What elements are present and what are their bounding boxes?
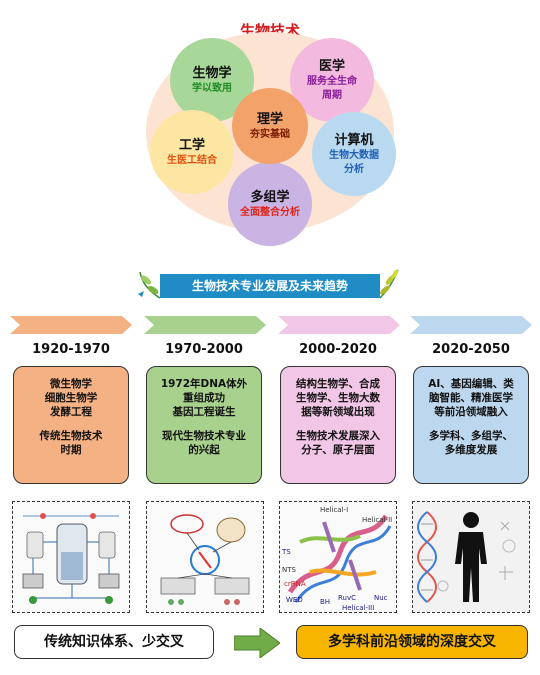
card-text: 发酵工程 — [50, 406, 92, 418]
card-text: 结构生物学、合成 — [296, 378, 380, 390]
traditional-system-label: 传统知识体系、少交叉 — [14, 625, 214, 659]
node-sub: 学以致用 — [192, 82, 232, 94]
structure-label: Helical-I — [320, 506, 348, 514]
node-science-center: 理学 夯实基础 — [232, 88, 308, 164]
progress-arrow-icon — [234, 628, 280, 658]
card-text: 时期 — [60, 444, 82, 456]
node-name: 工学 — [178, 137, 205, 153]
card-text: 多学科、多组学、 — [429, 430, 513, 442]
card-text: 生物学、生物大数 — [296, 392, 380, 404]
node-name: 医学 — [318, 58, 345, 74]
card-text: 重组成功 — [183, 392, 225, 404]
node-sub: 分析 — [344, 163, 364, 175]
card-text: 分子、原子层面 — [301, 444, 375, 456]
structure-label: WED — [286, 596, 303, 604]
structure-label: crRNA — [284, 580, 306, 588]
node-sub: 生医工结合 — [167, 154, 217, 166]
node-sub: 全面整合分析 — [240, 206, 300, 218]
card-text: 微生物学 — [50, 378, 92, 390]
card-text: 1972年DNA体外 — [160, 378, 248, 390]
structure-label: NTS — [282, 566, 297, 574]
timeline-arrow-4 — [410, 316, 532, 334]
timeline-arrow-1 — [10, 316, 132, 334]
card-text: 据等新领域出现 — [301, 406, 375, 418]
card-text: AI、基因编辑、类 — [428, 378, 514, 390]
era-card-2000: 结构生物学、合成 生物学、生物大数 据等新领域出现 生物技术发展深入 分子、原子… — [280, 366, 396, 484]
structure-label: Nuc — [374, 594, 388, 602]
card-text: 细胞生物学 — [44, 392, 98, 404]
card-text: 等前沿领域融入 — [434, 406, 508, 418]
leaf-decoration-left — [138, 271, 161, 299]
card-text: 脑智能、精准医学 — [429, 392, 513, 404]
period-label: 2020-2050 — [432, 342, 510, 357]
structure-label: TS — [281, 548, 291, 556]
period-label: 1920-1970 — [32, 342, 110, 357]
node-sub: 生物大数据 — [329, 149, 379, 161]
section-banner: 生物技术专业发展及未来趋势 — [160, 274, 380, 298]
card-text: 现代生物技术专业 — [162, 430, 246, 442]
card-text: 传统生物技术 — [39, 430, 103, 442]
node-medicine: 医学 服务全生命 周期 — [290, 38, 374, 122]
card-text: 的兴起 — [188, 444, 220, 456]
era-card-2020: AI、基因编辑、类 脑智能、精准医学 等前沿领域融入 多学科、多组学、 多维度发… — [413, 366, 529, 484]
node-engineering: 工学 生医工结合 — [150, 110, 234, 194]
card-text: 多维度发展 — [444, 444, 498, 456]
period-label: 1970-2000 — [165, 342, 243, 357]
leaf-decoration-right — [379, 269, 399, 299]
precision-medicine-illustration — [412, 501, 530, 613]
recombinant-dna-illustration — [146, 501, 264, 613]
structure-label: BH — [320, 598, 330, 606]
node-name: 理学 — [256, 111, 283, 127]
era-card-1970: 1972年DNA体外 重组成功 基因工程诞生 现代生物技术专业 的兴起 — [146, 366, 262, 484]
card-text: 生物技术发展深入 — [296, 430, 380, 442]
node-sub: 服务全生命 — [307, 75, 357, 87]
node-multiomics: 多组学 全面整合分析 — [228, 162, 312, 246]
node-name: 计算机 — [334, 132, 374, 148]
era-card-1920: 微生物学 细胞生物学 发酵工程 传统生物技术 时期 — [13, 366, 129, 484]
node-name: 多组学 — [250, 189, 290, 205]
node-computer: 计算机 生物大数据 分析 — [312, 112, 396, 196]
node-sub: 夯实基础 — [250, 128, 290, 140]
card-text: 基因工程诞生 — [172, 406, 236, 418]
node-sub: 周期 — [322, 89, 342, 101]
structure-label: Helical-III — [342, 604, 374, 612]
timeline-arrow-2 — [144, 316, 266, 334]
fermentation-process-illustration — [12, 501, 130, 613]
crispr-structure-illustration: Helical-I Helical-II TS NTS crRNA WED BH… — [279, 501, 397, 613]
interdisciplinary-label: 多学科前沿领域的深度交叉 — [296, 625, 528, 659]
timeline-arrow-3 — [278, 316, 400, 334]
structure-label: RuvC — [338, 594, 356, 602]
node-biology: 生物学 学以致用 — [170, 38, 254, 122]
period-label: 2000-2020 — [299, 342, 377, 357]
node-name: 生物学 — [192, 65, 232, 81]
structure-label: Helical-II — [362, 516, 392, 524]
